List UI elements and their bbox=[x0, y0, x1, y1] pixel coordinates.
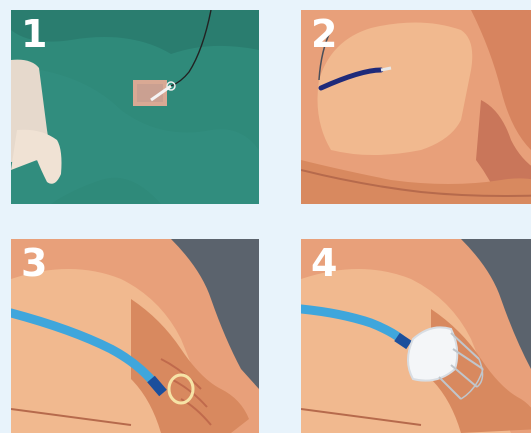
step-number: 3 bbox=[21, 241, 47, 285]
step-number: 4 bbox=[311, 241, 337, 285]
step-number: 1 bbox=[21, 12, 47, 56]
step-4-panel: 4 bbox=[301, 239, 531, 433]
step-1-panel: 1 bbox=[11, 10, 259, 204]
step-3-illustration bbox=[11, 239, 259, 433]
step-1-illustration bbox=[11, 10, 259, 204]
step-2-panel: 2 bbox=[301, 10, 531, 204]
step-3-panel: 3 bbox=[11, 239, 259, 433]
step-number: 2 bbox=[311, 12, 337, 56]
